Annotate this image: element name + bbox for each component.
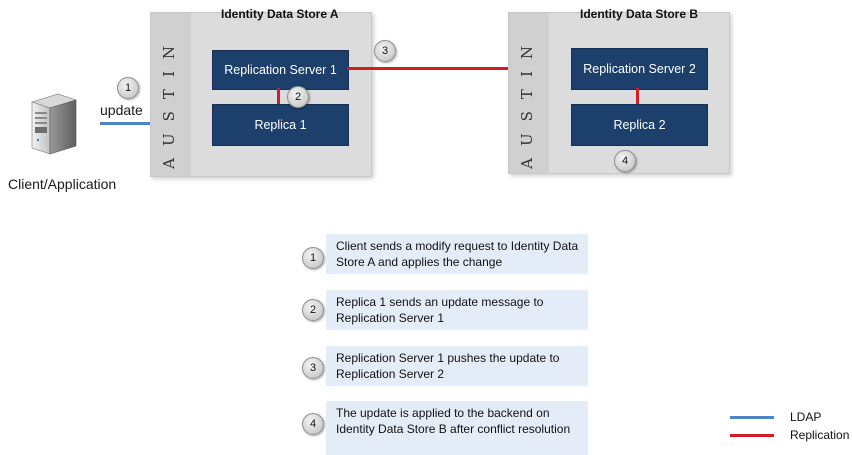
site-strip-a (151, 13, 191, 176)
replication-link-servers (347, 67, 571, 70)
step-badge-2: 2 (287, 86, 309, 108)
step-box-3: Replication Server 1 pushes the update t… (326, 346, 588, 386)
replication-link-b (636, 88, 639, 104)
site-label-a: AUSTIN (160, 34, 178, 169)
site-label-b: AUSTIN (518, 34, 536, 169)
step-box-1: Client sends a modify request to Identit… (326, 234, 588, 274)
replica-2: Replica 2 (571, 104, 708, 146)
step-list-badge-2: 2 (302, 299, 324, 321)
data-store-a (150, 12, 372, 177)
replication-link-a (277, 88, 280, 104)
store-b-title: Identity Data Store B (580, 7, 699, 21)
step-box-2: Replica 1 sends an update message to Rep… (326, 290, 588, 330)
legend-ldap-swatch (730, 416, 774, 419)
update-label: update (100, 102, 143, 118)
client-label: Client/Application (8, 176, 117, 192)
replication-server-2: Replication Server 2 (571, 48, 708, 90)
step-badge-4: 4 (614, 150, 636, 172)
replica-1: Replica 1 (212, 104, 349, 146)
server-icon (31, 93, 77, 155)
replication-server-1: Replication Server 1 (212, 50, 349, 90)
legend-ldap-label: LDAP (790, 410, 822, 424)
step-list-badge-3: 3 (302, 357, 324, 379)
step-box-4: The update is applied to the backend on … (326, 401, 588, 455)
step-list-badge-1: 1 (302, 247, 324, 269)
store-a-title: Identity Data Store A (221, 7, 339, 21)
legend-replication-swatch (730, 434, 774, 437)
legend-replication-label: Replication (790, 428, 850, 442)
step-list-badge-4: 4 (302, 413, 324, 435)
data-store-b (508, 12, 730, 174)
site-strip-b (509, 13, 549, 173)
step-badge-1: 1 (117, 77, 139, 99)
step-badge-3: 3 (374, 40, 396, 62)
